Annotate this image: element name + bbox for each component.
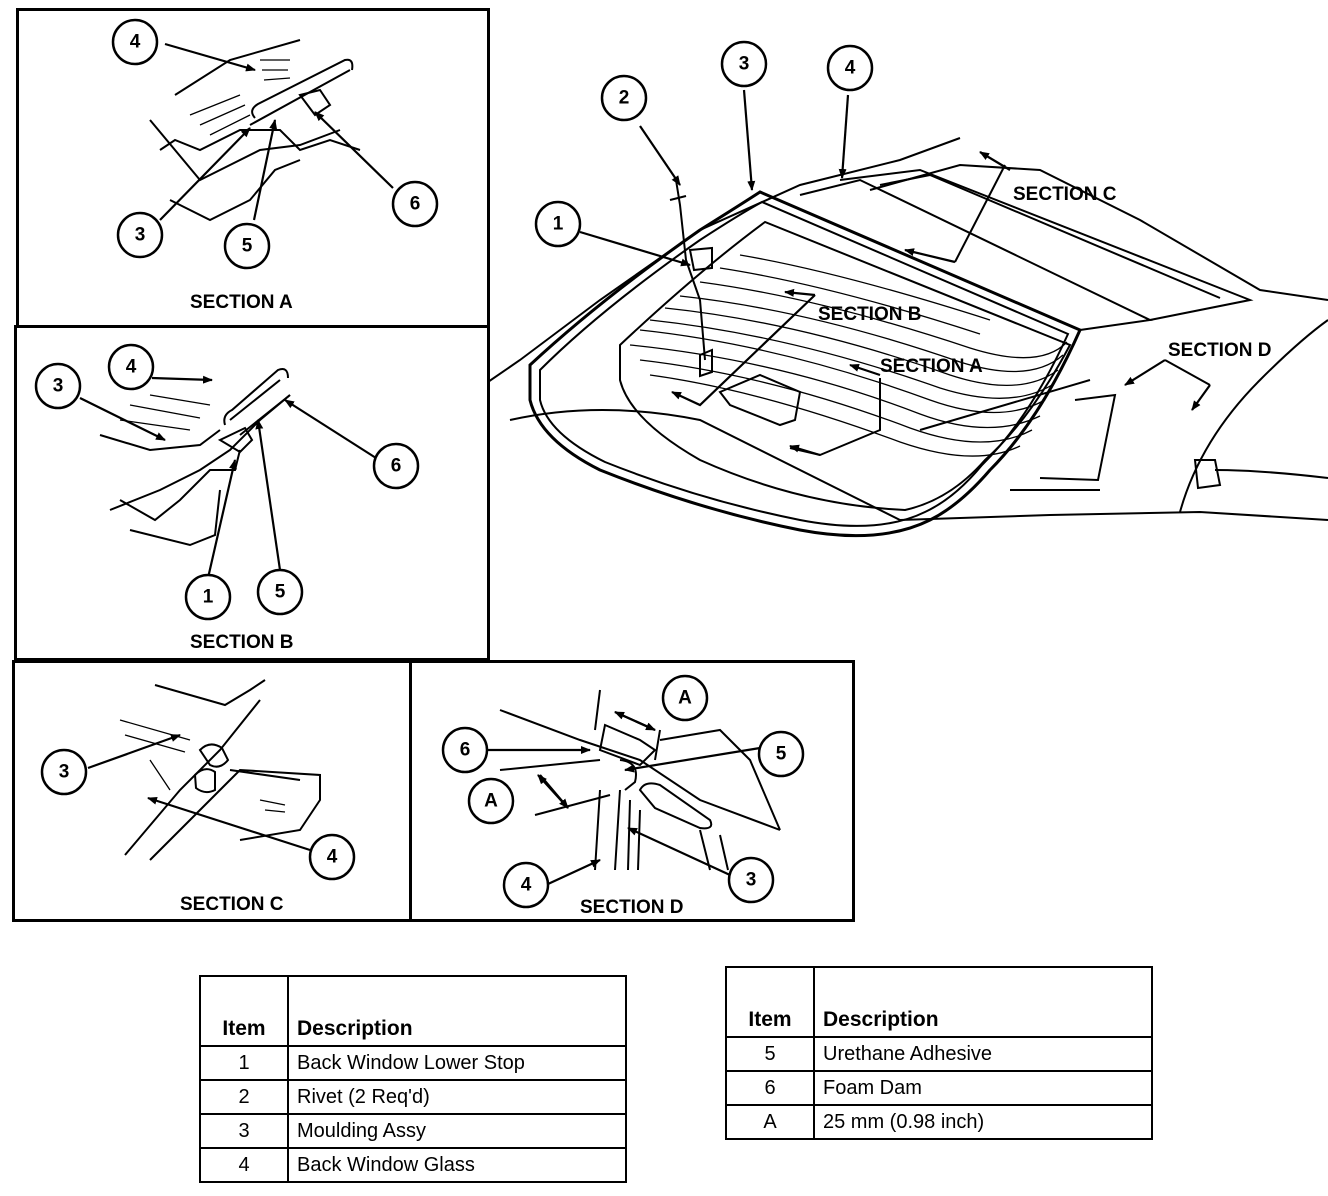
sec-b-callout-1: 1 [184,573,232,621]
svg-text:4: 4 [130,32,141,53]
legend-description: 25 mm (0.98 inch) [813,1104,1153,1140]
legend-item: A [725,1104,815,1140]
table-row: A 25 mm (0.98 inch) [725,1104,1153,1140]
main-label-section-b: SECTION B [818,304,921,325]
table-row: 2 Rivet (2 Req'd) [199,1079,627,1115]
legend-description: Moulding Assy [287,1113,627,1149]
table-row: 6 Foam Dam [725,1070,1153,1106]
main-rear-window-view [487,89,1328,538]
sec-d-callout-6: 6 [441,726,489,774]
sec-c-label: SECTION C [180,894,284,915]
section-b-panel [14,325,490,661]
sec-a-callout-6: 6 [391,180,439,228]
sec-d-label: SECTION D [580,897,683,918]
svg-text:3: 3 [739,54,750,75]
main-label-section-c: SECTION C [1013,184,1117,205]
sec-d-callout-3: 3 [727,856,775,904]
svg-text:3: 3 [53,376,64,397]
svg-text:6: 6 [460,740,471,761]
svg-text:3: 3 [746,870,757,891]
svg-text:6: 6 [410,194,421,215]
legend-table-left: Item Description 1 Back Window Lower Sto… [199,975,627,1183]
table-row: 1 Back Window Lower Stop [199,1045,627,1081]
section-d-drawing [488,689,781,885]
sec-b-callout-3: 3 [34,362,82,410]
svg-text:4: 4 [327,847,338,868]
main-callout-1: 1 [534,200,582,248]
sec-c-callout-4: 4 [308,833,356,881]
sec-b-callout-4: 4 [107,343,155,391]
legend-left-header-description: Description [287,975,627,1047]
legend-right-header-item: Item [725,966,815,1038]
legend-item: 1 [199,1045,289,1081]
svg-text:4: 4 [521,875,532,896]
svg-text:3: 3 [59,762,70,783]
legend-description: Back Window Lower Stop [287,1045,627,1081]
svg-text:A: A [484,791,498,812]
svg-text:5: 5 [275,582,286,603]
main-label-section-a: SECTION A [880,356,983,377]
sec-a-callout-5: 5 [223,222,271,270]
legend-table-right: Item Description 5 Urethane Adhesive 6 F… [725,966,1153,1140]
sec-d-callout-a-top: A [661,674,709,722]
legend-item: 6 [725,1070,815,1106]
section-b-drawing [79,368,377,579]
legend-description: Rivet (2 Req'd) [287,1079,627,1115]
svg-text:A: A [678,688,692,709]
main-callout-3: 3 [720,40,768,88]
svg-text:1: 1 [553,214,564,235]
sec-b-callout-5: 5 [256,568,304,616]
svg-text:6: 6 [391,456,402,477]
table-row: 5 Urethane Adhesive [725,1036,1153,1072]
table-row: 3 Moulding Assy [199,1113,627,1149]
svg-text:2: 2 [619,88,630,109]
sec-a-callout-3: 3 [116,211,164,259]
legend-description: Back Window Glass [287,1147,627,1183]
main-callout-4: 4 [826,44,874,92]
svg-text:5: 5 [242,236,253,257]
legend-right-header-description: Description [813,966,1153,1038]
svg-text:1: 1 [203,587,214,608]
sec-b-label: SECTION B [190,632,293,653]
sec-c-callout-3: 3 [40,748,88,796]
sec-d-callout-5: 5 [757,730,805,778]
svg-text:4: 4 [845,58,856,79]
sec-d-callout-4: 4 [502,861,550,909]
sec-d-callout-a-left: A [467,777,515,825]
sec-a-callout-4: 4 [111,18,159,66]
legend-item: 3 [199,1113,289,1149]
legend-item: 2 [199,1079,289,1115]
sec-a-label: SECTION A [190,292,293,313]
svg-text:4: 4 [126,357,137,378]
legend-item: 5 [725,1036,815,1072]
svg-text:3: 3 [135,225,146,246]
section-c-drawing [87,679,321,861]
sec-b-callout-6: 6 [372,442,420,490]
legend-description: Urethane Adhesive [813,1036,1153,1072]
legend-item: 4 [199,1147,289,1183]
section-a-drawing [149,39,394,222]
svg-text:5: 5 [776,744,787,765]
section-a-panel [16,8,490,328]
main-label-section-d: SECTION D [1168,340,1271,361]
table-row: 4 Back Window Glass [199,1147,627,1183]
main-callout-2: 2 [600,74,648,122]
legend-description: Foam Dam [813,1070,1153,1106]
legend-left-header-item: Item [199,975,289,1047]
